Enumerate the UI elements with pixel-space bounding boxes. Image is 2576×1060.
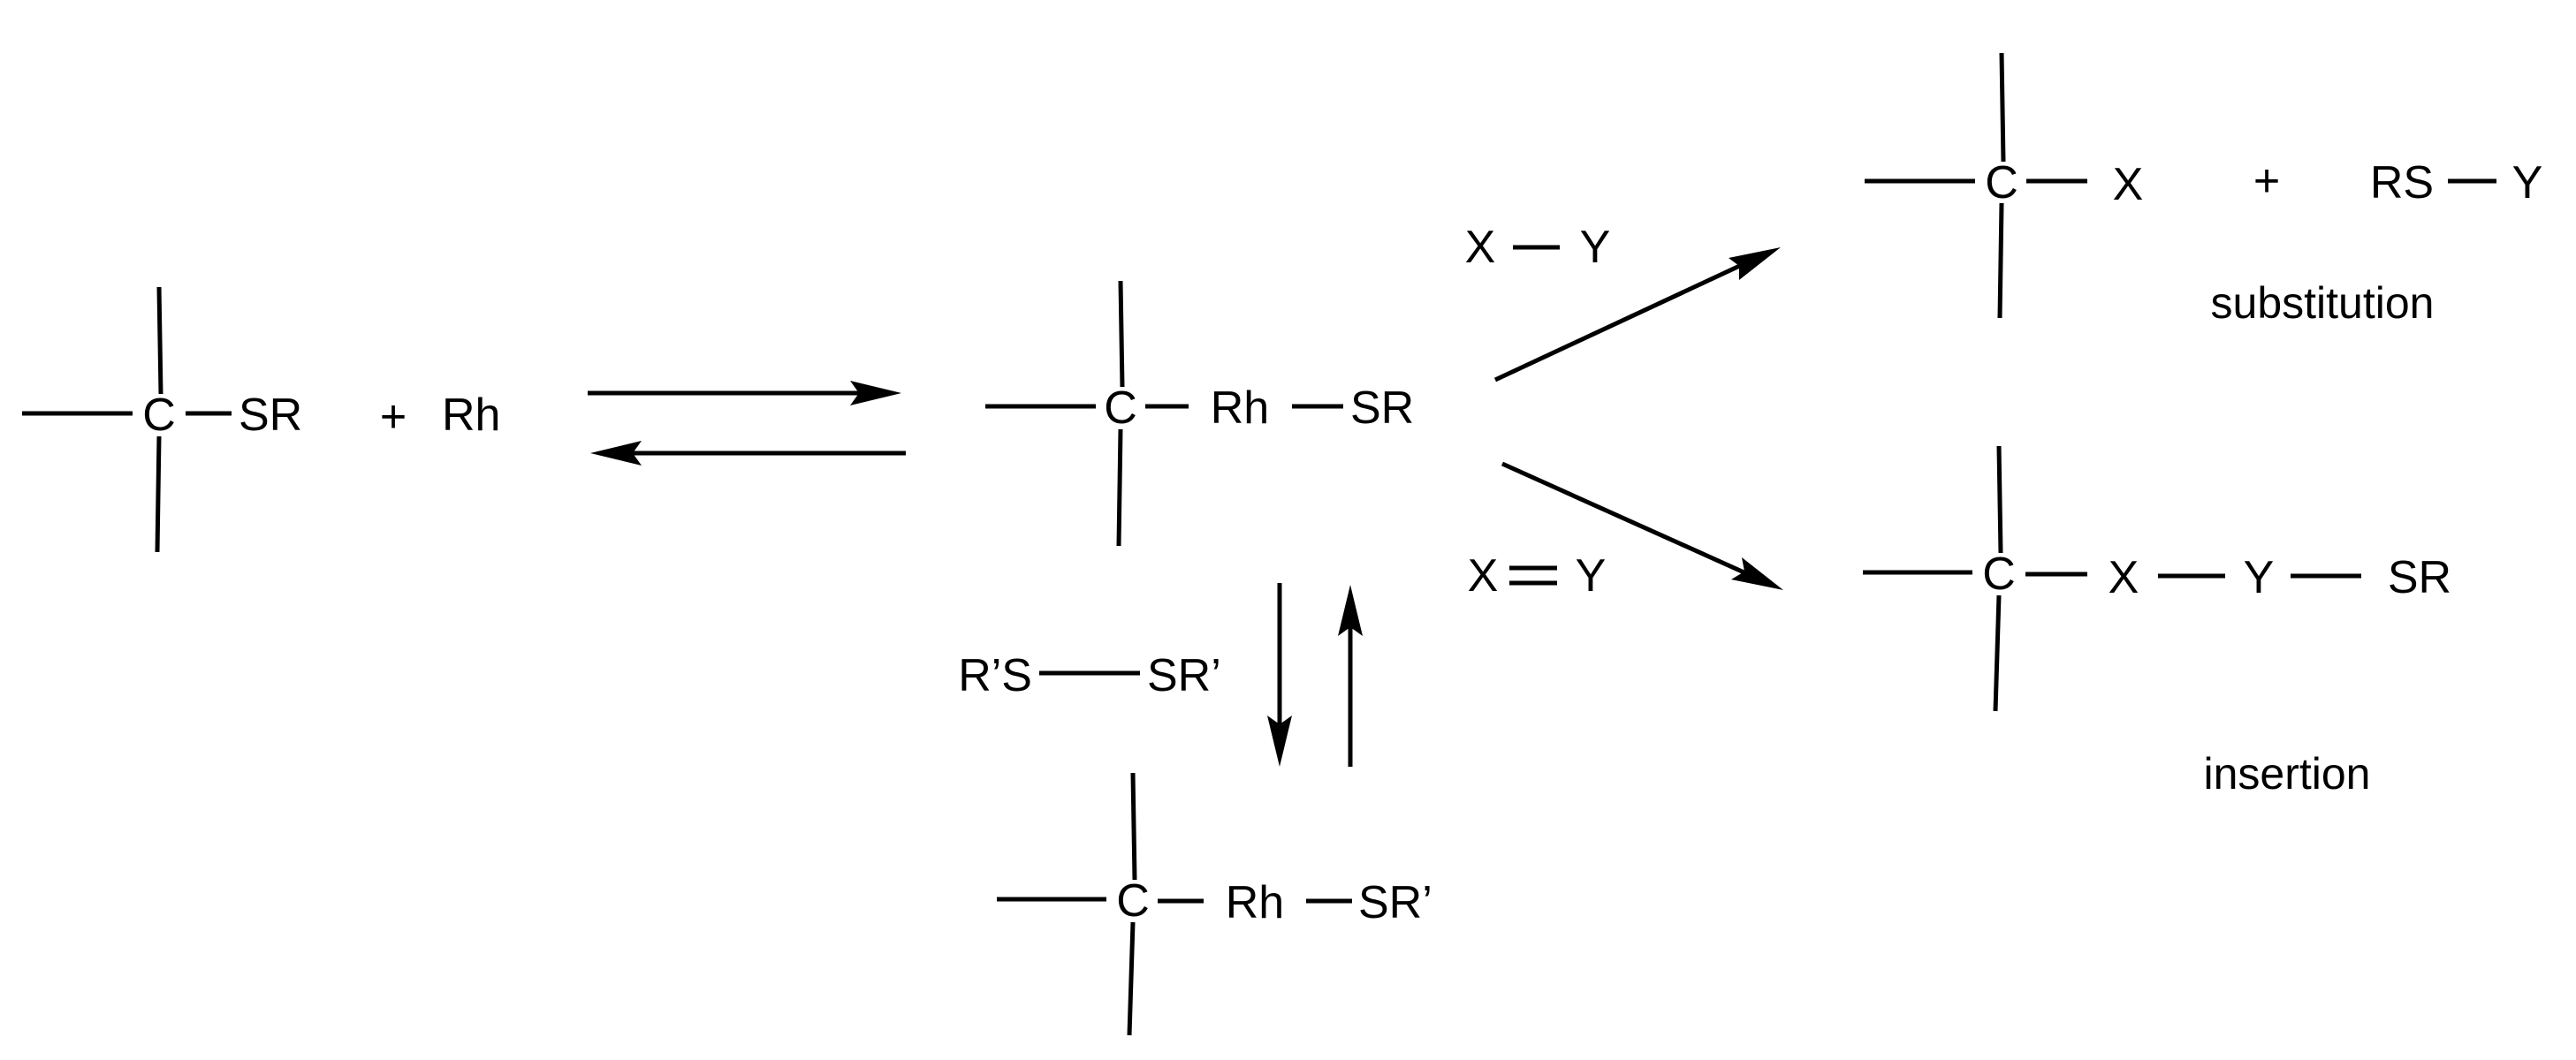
exchange-reagent-right: SR’ (1147, 650, 1221, 701)
bond (1127, 921, 1136, 1036)
insertion-product: C X Y SR insertion (1863, 445, 2451, 799)
equilibrium-arrows (588, 381, 906, 466)
bond (1130, 772, 1137, 881)
byproduct-y: Y (2512, 157, 2543, 208)
substitution-arrow-shaft (1493, 261, 1747, 382)
forward-arrowhead (850, 381, 901, 405)
bond (156, 286, 163, 395)
substitution-arrowhead (1729, 247, 1781, 280)
exchanged-carbon: C (1116, 875, 1150, 927)
substitution-x: X (2113, 159, 2144, 210)
reactant-carbon: C (142, 390, 176, 441)
reagent-single-x: X (1465, 222, 1496, 273)
rhodium-catalyst: Rh (442, 390, 500, 441)
bond (1999, 52, 2006, 163)
insertion-pathway: X Y (1468, 461, 1783, 602)
reagent-single-y: Y (1580, 222, 1611, 273)
reactant-thioether-group: SR (239, 390, 302, 441)
reagent-double-x: X (1468, 550, 1499, 602)
exchanged-thiolate-group: SR’ (1358, 877, 1432, 928)
substitution-pathway: X Y (1465, 222, 1781, 382)
intermediate-carbon: C (1104, 382, 1137, 434)
substitution-carbon: C (1985, 157, 2018, 208)
exchanged-rhodium: Rh (1226, 877, 1284, 928)
substitution-plus-sign: + (2253, 155, 2280, 207)
insertion-carbon: C (1982, 549, 2016, 600)
insertion-label: insertion (2204, 749, 2371, 799)
bond (1997, 202, 2004, 319)
insertion-x: X (2109, 552, 2139, 603)
insertion-arrowhead (1731, 557, 1783, 590)
bond (1116, 428, 1123, 547)
up-arrowhead (1338, 585, 1363, 636)
oxidative-addition-intermediate: C Rh SR (985, 280, 1414, 547)
substitution-product: C X + RS Y substitution (1865, 52, 2543, 328)
bond (1996, 445, 2003, 554)
exchange-reagent-left: R’S (958, 650, 1032, 701)
byproduct-thiolate: RS (2370, 157, 2434, 208)
bond (1993, 594, 2002, 712)
insertion-thiolate-group: SR (2388, 552, 2451, 603)
insertion-arrow-shaft (1501, 461, 1750, 577)
insertion-y: Y (2244, 552, 2275, 603)
reactant: C SR + Rh (22, 286, 500, 553)
plus-sign: + (380, 391, 407, 443)
bond (155, 435, 162, 553)
down-arrowhead (1267, 716, 1292, 767)
reverse-arrowhead (590, 441, 642, 466)
substitution-label: substitution (2211, 278, 2435, 328)
bond (1118, 280, 1125, 388)
intermediate-thiolate-group: SR (1350, 382, 1414, 434)
intermediate-rhodium: Rh (1211, 382, 1269, 434)
thiolate-exchange: R’S SR’ (958, 583, 1363, 767)
exchanged-intermediate: C Rh SR’ (997, 772, 1432, 1036)
reagent-double-y: Y (1576, 550, 1607, 602)
